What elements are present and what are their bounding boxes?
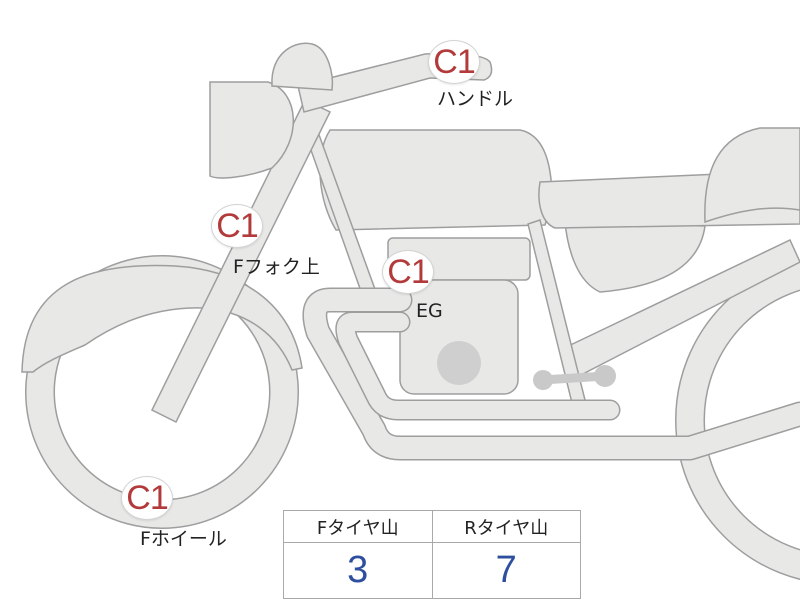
foot-peg xyxy=(533,365,616,390)
table-header-row: Fタイヤ山 Rタイヤ山 xyxy=(283,510,581,543)
value-rear-tire[interactable]: 7 xyxy=(431,542,581,599)
rear-wheel xyxy=(675,259,800,581)
value-front-tire[interactable]: 3 xyxy=(283,542,433,599)
front-fender xyxy=(21,264,303,373)
marker-wheel[interactable]: C1 xyxy=(121,476,173,520)
side-cover xyxy=(564,221,706,293)
tire-tread-table: Fタイヤ山 Rタイヤ山 3 7 xyxy=(283,510,581,599)
marker-handle[interactable]: C1 xyxy=(428,40,480,84)
exhaust xyxy=(302,287,800,461)
rear-fender xyxy=(704,127,800,224)
headlight xyxy=(209,81,294,179)
header-front-tire: Fタイヤ山 xyxy=(283,510,433,543)
label-handle: ハンドル xyxy=(437,88,514,110)
header-rear-tire: Rタイヤ山 xyxy=(431,510,581,543)
label-fork: Fフォク上 xyxy=(233,256,320,278)
table-value-row: 3 7 xyxy=(283,542,581,599)
fuel-tank xyxy=(319,129,553,231)
marker-engine[interactable]: C1 xyxy=(382,250,434,294)
label-wheel: Fホイール xyxy=(140,528,227,550)
label-engine: EG xyxy=(416,300,443,322)
instrument-cluster xyxy=(271,42,334,91)
marker-fork[interactable]: C1 xyxy=(211,204,263,248)
